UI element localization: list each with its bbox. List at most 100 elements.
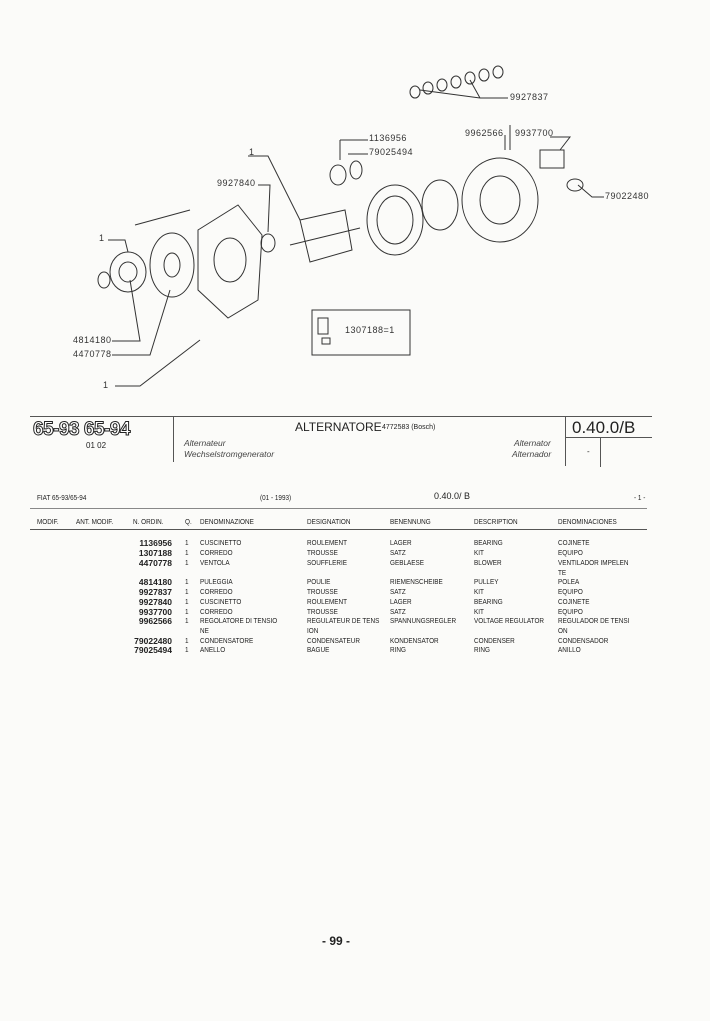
col-n-ordin: N. ORDIN.	[133, 517, 164, 526]
cell-fr2: ION	[307, 626, 319, 635]
callout-label: 9937700	[515, 128, 554, 138]
cell-it: CORREDO	[200, 548, 233, 557]
pulley-drawing	[97, 251, 147, 293]
callout-label: 4814180	[73, 335, 112, 345]
cell-code: 4470778	[138, 558, 172, 568]
callout-label: 1	[103, 380, 109, 390]
cell-es: EQUIPO	[558, 587, 583, 596]
cell-code: 9927840	[138, 597, 172, 607]
cell-de: LAGER	[390, 597, 412, 606]
cell-q: 1	[185, 607, 189, 616]
cell-en: BEARING	[474, 538, 503, 547]
rear-housing-drawing	[461, 157, 539, 243]
cell-es: CONDENSADOR	[558, 636, 609, 645]
cell-de: GEBLAESE	[390, 558, 425, 567]
cell-q: 1	[185, 577, 189, 586]
callout-label: 9927837	[510, 92, 549, 102]
col-q: Q.	[185, 517, 192, 526]
cell-en: RING	[474, 645, 490, 654]
cell-es: EQUIPO	[558, 607, 583, 616]
cell-it: REGOLATORE DI TENSIO	[200, 616, 278, 625]
callout-label: 79025494	[369, 147, 414, 157]
cell-it2: NE	[200, 626, 209, 635]
cell-de: RING	[390, 645, 406, 654]
title-de: Wechselstromgenerator	[184, 449, 275, 459]
front-housing-drawing	[197, 204, 263, 319]
callout-label: 4470778	[73, 349, 112, 359]
cell-q: 1	[185, 597, 189, 606]
cell-it: CUSCINETTO	[200, 597, 242, 606]
alternator-exploded-diagram	[97, 65, 604, 387]
col-benennung: BENENNUNG	[390, 517, 431, 526]
cell-it: CORREDO	[200, 607, 233, 616]
cell-fr: TROUSSE	[307, 607, 338, 616]
cell-en: KIT	[474, 587, 484, 596]
cell-fr: REGULATEUR DE TENS	[307, 616, 380, 625]
cell-q: 1	[185, 548, 189, 557]
title-en: Alternator	[514, 438, 551, 448]
cell-it: PULEGGIA	[200, 577, 233, 586]
section-code: 0.40.0/B	[572, 418, 636, 437]
table-row-continuation: TE	[0, 568, 710, 578]
cell-es2: ON	[558, 626, 568, 635]
col-denominaciones: DENOMINACIONES	[558, 517, 617, 526]
stator-drawing	[366, 184, 424, 256]
cell-en: CONDENSER	[474, 636, 515, 645]
dash: -	[587, 447, 590, 456]
cell-en: PULLEY	[474, 577, 499, 586]
page-title: ALTERNATORE	[295, 420, 382, 434]
cell-it: CONDENSATORE	[200, 636, 254, 645]
title-es: Alternador	[512, 449, 552, 459]
subheader-page: - 1 -	[634, 493, 646, 502]
callout-label: 1	[249, 147, 255, 157]
cell-it: ANELLO	[200, 645, 226, 654]
title-ref: 4772583 (Bosch)	[382, 424, 436, 431]
cell-es: POLEA	[558, 577, 580, 586]
cell-code: 79022480	[134, 636, 172, 646]
cell-q: 1	[185, 645, 189, 654]
cell-de: SATZ	[390, 587, 406, 596]
washer-set-drawing	[409, 65, 504, 99]
rectifier-drawing	[421, 179, 459, 231]
model-badge: 65-93 65-94	[33, 419, 131, 441]
inset-label: 1307188=1	[345, 325, 395, 335]
subheader-model: FIAT 65-93/65-94	[37, 493, 87, 502]
cell-fr: SOUFFLERIE	[307, 558, 348, 567]
cell-code: 9927837	[138, 587, 172, 597]
cell-code: 79025494	[134, 645, 172, 655]
cell-fr: TROUSSE	[307, 548, 338, 557]
cell-fr: ROULEMENT	[307, 597, 348, 606]
cell-de: SATZ	[390, 548, 406, 557]
title-fr: Alternateur	[184, 438, 226, 448]
cell-it: CUSCINETTO	[200, 538, 242, 547]
table-row-continuation: NE ION ON	[0, 626, 710, 636]
cell-de: LAGER	[390, 538, 412, 547]
cell-en: BLOWER	[474, 558, 502, 567]
cell-fr: BAGUE	[307, 645, 330, 654]
callout-label: 1136956	[369, 133, 407, 143]
col-denominazione: DENOMINAZIONE	[200, 517, 254, 526]
cell-es: EQUIPO	[558, 548, 583, 557]
model-sub: 01 02	[86, 441, 107, 450]
subheader-date: (01 - 1993)	[260, 493, 292, 502]
callout-label: 9962566	[465, 128, 504, 138]
cell-q: 1	[185, 558, 189, 567]
callout-label: 9927840	[217, 178, 256, 188]
cell-code: 9937700	[138, 607, 172, 617]
cell-es: COJINETE	[558, 538, 590, 547]
cell-es: REGULADOR DE TENSI	[558, 616, 630, 625]
cell-fr: ROULEMENT	[307, 538, 348, 547]
cell-es: ANILLO	[558, 645, 581, 654]
cell-en: BEARING	[474, 597, 503, 606]
cell-code: 1307188	[138, 548, 172, 558]
rotor-drawing	[289, 209, 361, 263]
cell-code: 4814180	[138, 577, 172, 587]
cell-it: VENTOLA	[200, 558, 230, 567]
callout-label: 79022480	[605, 191, 650, 201]
